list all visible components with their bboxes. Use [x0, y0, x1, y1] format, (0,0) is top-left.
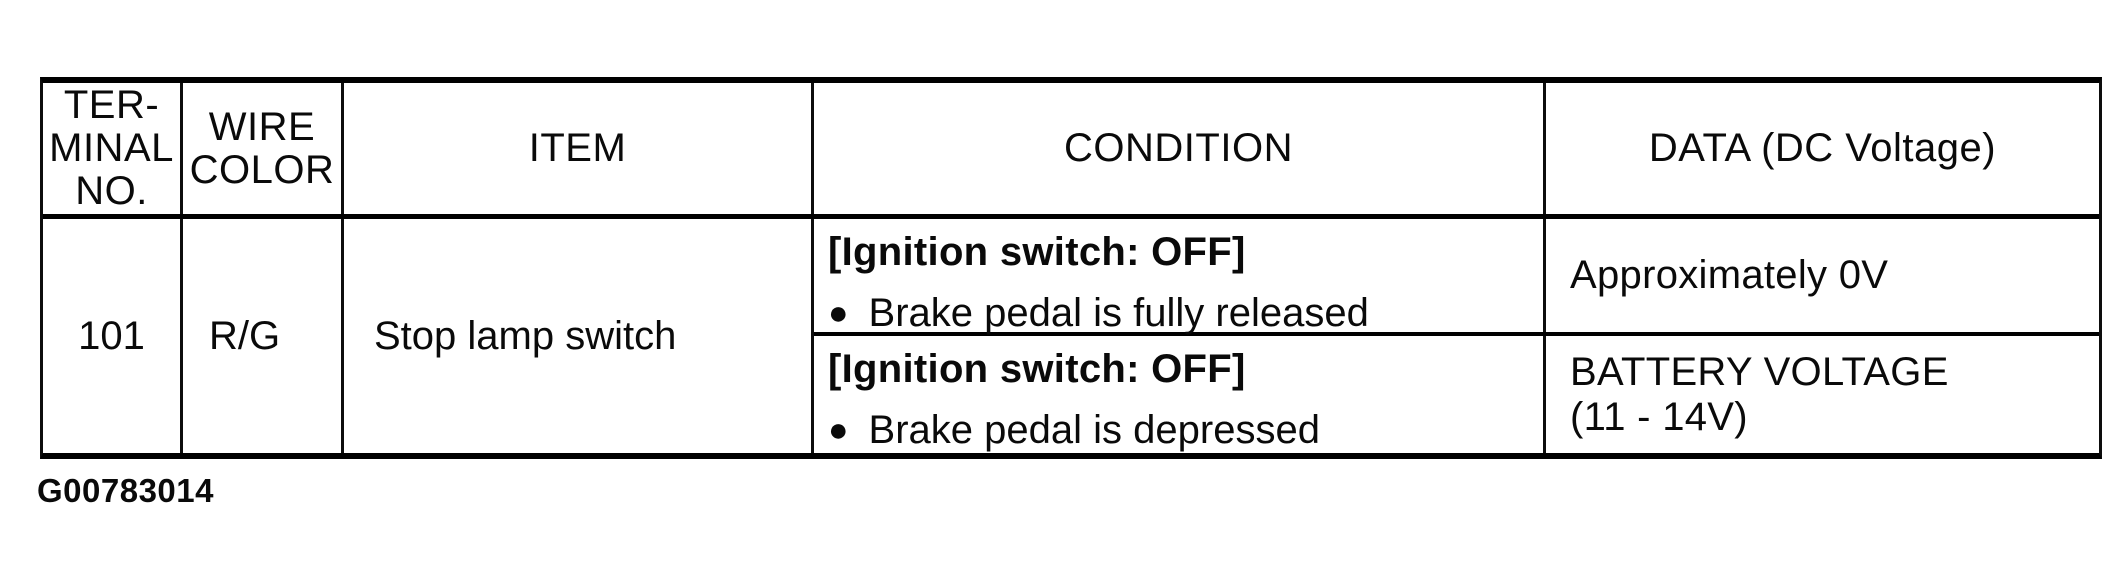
- data-cell-1: Approximately 0V: [1546, 219, 2099, 332]
- header-condition: CONDITION: [814, 83, 1546, 214]
- header-terminal-no-line1: TER-: [63, 83, 160, 127]
- cell-wire-color: R/G: [183, 219, 344, 453]
- bullet-icon: ●: [828, 411, 849, 449]
- cell-terminal-no: 101: [43, 219, 183, 453]
- header-data-voltage-line1: DATA (DC Voltage): [1648, 126, 1997, 170]
- data-cell-2-line1: BATTERY VOLTAGE: [1570, 349, 1949, 394]
- condition-sub-row-2: [Ignition switch: OFF] ● Brake pedal is …: [814, 336, 2099, 453]
- header-terminal-no-line2: MINAL: [49, 126, 174, 170]
- condition-bullet-line-2: ● Brake pedal is depressed: [828, 408, 1533, 452]
- condition-cell-1: [Ignition switch: OFF] ● Brake pedal is …: [814, 219, 1546, 335]
- condition-bullet-text-2: Brake pedal is depressed: [868, 408, 1320, 452]
- header-item: ITEM: [344, 83, 814, 214]
- figure-id: G00783014: [37, 472, 214, 509]
- condition-state-1: [Ignition switch: OFF]: [828, 230, 1246, 274]
- header-wire-color-line1: WIRE: [208, 104, 316, 149]
- header-terminal-no-line3: NO.: [75, 169, 148, 213]
- condition-data-section: [Ignition switch: OFF] ● Brake pedal is …: [814, 219, 2099, 453]
- terminal-data-table: TER- MINAL NO. WIRE COLOR ITEM CONDITION…: [40, 77, 2102, 459]
- condition-cell-2: [Ignition switch: OFF] ● Brake pedal is …: [814, 336, 1546, 453]
- condition-sub-row-1: [Ignition switch: OFF] ● Brake pedal is …: [814, 219, 2099, 336]
- data-cell-1-line1: Approximately 0V: [1570, 253, 1889, 297]
- cell-item: Stop lamp switch: [344, 219, 814, 453]
- data-cell-2-line2: (11 - 14V): [1570, 394, 1748, 439]
- data-cell-2: BATTERY VOLTAGE (11 - 14V): [1546, 336, 2099, 453]
- condition-bullet-text-1: Brake pedal is fully released: [868, 291, 1369, 335]
- bullet-icon: ●: [828, 294, 849, 332]
- header-wire-color: WIRE COLOR: [183, 83, 344, 214]
- header-wire-color-line2: COLOR: [189, 147, 335, 192]
- table-body-row: 101 R/G Stop lamp switch [Ignition switc…: [43, 219, 2099, 453]
- table-header-row: TER- MINAL NO. WIRE COLOR ITEM CONDITION…: [43, 83, 2099, 219]
- header-condition-line1: CONDITION: [1064, 126, 1293, 170]
- condition-bullet-line-1: ● Brake pedal is fully released: [828, 291, 1533, 335]
- header-data-voltage: DATA (DC Voltage): [1546, 83, 2099, 214]
- header-terminal-no: TER- MINAL NO.: [43, 83, 183, 214]
- condition-state-2: [Ignition switch: OFF]: [828, 347, 1246, 391]
- header-item-line1: ITEM: [528, 126, 627, 170]
